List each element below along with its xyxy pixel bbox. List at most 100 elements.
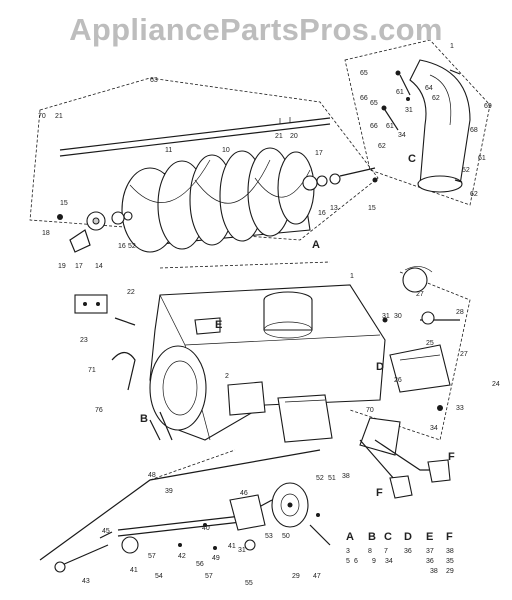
callout-label: 49: [212, 555, 220, 562]
callouts-drive: 48 39 45 46 52 51 38 40 41 42 57 49 31 4…: [82, 472, 350, 587]
callout-label: 30: [394, 313, 402, 320]
callout-label: 16: [118, 243, 126, 250]
legend-number: 6: [354, 558, 358, 565]
callout-label: 57: [205, 573, 213, 580]
callout-label: 19: [58, 263, 66, 270]
legend-letter-d: D: [404, 531, 412, 543]
callout-label: 33: [456, 405, 464, 412]
callout-label: 42: [178, 553, 186, 560]
callout-label: 34: [430, 425, 438, 432]
callout-label: 48: [148, 472, 156, 479]
callout-label: 20: [290, 133, 298, 140]
callouts-housing: A 1 22 23 E 2 71 76 B 31 30 27 28 D 25 2…: [80, 239, 500, 499]
callout-label: D: [376, 361, 384, 373]
callout-label: 28: [456, 309, 464, 316]
callout-label: 62: [432, 95, 440, 102]
callout-label: 56: [196, 561, 204, 568]
callouts-auger: 63 70 21 11 10 21 20 17 15 16 13 15 16 5…: [38, 77, 376, 270]
legend-number: 8: [368, 548, 372, 555]
callout-label: 53: [265, 533, 273, 540]
callout-label: 15: [60, 200, 68, 207]
callout-label: 18: [42, 230, 50, 237]
callout-label: 11: [165, 147, 172, 154]
auger-flights: [121, 147, 315, 253]
callout-label: 21: [275, 133, 283, 140]
callout-label: A: [312, 239, 320, 251]
callout-label: 54: [155, 573, 163, 580]
legend-letter-b: B: [368, 531, 376, 543]
legend-number: 35: [446, 558, 454, 565]
callout-label: 76: [95, 407, 103, 414]
legend-letter-f: F: [446, 531, 453, 543]
legend-number: 3: [346, 548, 350, 555]
callout-label: 16: [318, 210, 326, 217]
callout-label: 55: [245, 580, 253, 587]
callout-label: 41: [228, 543, 236, 550]
callout-label: 50: [282, 533, 290, 540]
legend-number: 36: [426, 558, 434, 565]
bracket-23: [74, 294, 136, 326]
callout-label: E: [215, 319, 222, 331]
callout-label: 39: [165, 488, 173, 495]
callout-label: C: [408, 153, 416, 165]
callout-label: 15: [368, 205, 376, 212]
callout-label: 26: [394, 377, 402, 384]
auger-assembly: [29, 77, 379, 253]
legend-number: 34: [385, 558, 393, 565]
pedals: [359, 417, 451, 499]
callout-label: 17: [315, 150, 323, 157]
callout-label: 34: [398, 132, 406, 139]
callout-label: 69: [484, 103, 492, 110]
callout-label: 66: [370, 123, 378, 130]
legend-number: 5: [346, 558, 350, 565]
callout-label: F: [376, 487, 383, 499]
strap-71: [111, 351, 136, 391]
callout-label: 71: [88, 367, 96, 374]
callout-label: 31: [405, 107, 413, 114]
callout-label: 68: [470, 127, 478, 134]
callout-label: 40: [202, 525, 210, 532]
callout-label: 14: [95, 263, 103, 270]
callout-label: 38: [342, 473, 350, 480]
auger-housing: [149, 261, 386, 443]
legend-number: 7: [384, 548, 388, 555]
callout-label: 62: [378, 143, 386, 150]
callout-label: 21: [55, 113, 63, 120]
callout-label: 24: [492, 381, 500, 388]
callout-label: 65: [370, 100, 378, 107]
legend-number: 38: [430, 568, 438, 575]
legend-letter-a: A: [346, 531, 354, 543]
callout-label: 29: [292, 573, 300, 580]
callout-label: 65: [360, 70, 368, 77]
watermark: AppliancePartsPros.com: [69, 12, 443, 47]
discharge-chute: [344, 39, 491, 206]
callout-label: 13: [330, 205, 338, 212]
callout-label: 51: [328, 475, 336, 482]
callout-label: 27: [416, 291, 424, 298]
callout-label: 22: [127, 289, 135, 296]
callout-label: 70: [38, 113, 46, 120]
callout-label: 64: [425, 85, 433, 92]
callout-label: 1: [350, 273, 354, 280]
callout-label: 23: [80, 337, 88, 344]
callout-label: B: [140, 413, 148, 425]
legend-number: 9: [372, 558, 376, 565]
callout-label: 10: [222, 147, 230, 154]
callout-label: 46: [240, 490, 248, 497]
callout-label: 27: [460, 351, 468, 358]
callout-label: 63: [150, 77, 158, 84]
callout-label: 47: [313, 573, 321, 580]
callout-label: 17: [75, 263, 83, 270]
callout-label: 61: [478, 155, 486, 162]
callout-label: 41: [130, 567, 138, 574]
callout-label: 66: [360, 95, 368, 102]
callout-label: 52: [316, 475, 324, 482]
callout-label: 61: [396, 89, 404, 96]
callout-label: 70: [366, 407, 374, 414]
legend-number: 29: [446, 568, 454, 575]
callout-label: 2: [225, 373, 229, 380]
callout-label: 1: [450, 43, 454, 50]
drive-assembly: [39, 449, 331, 573]
legend-number: 37: [426, 548, 434, 555]
callout-label: 43: [82, 578, 90, 585]
